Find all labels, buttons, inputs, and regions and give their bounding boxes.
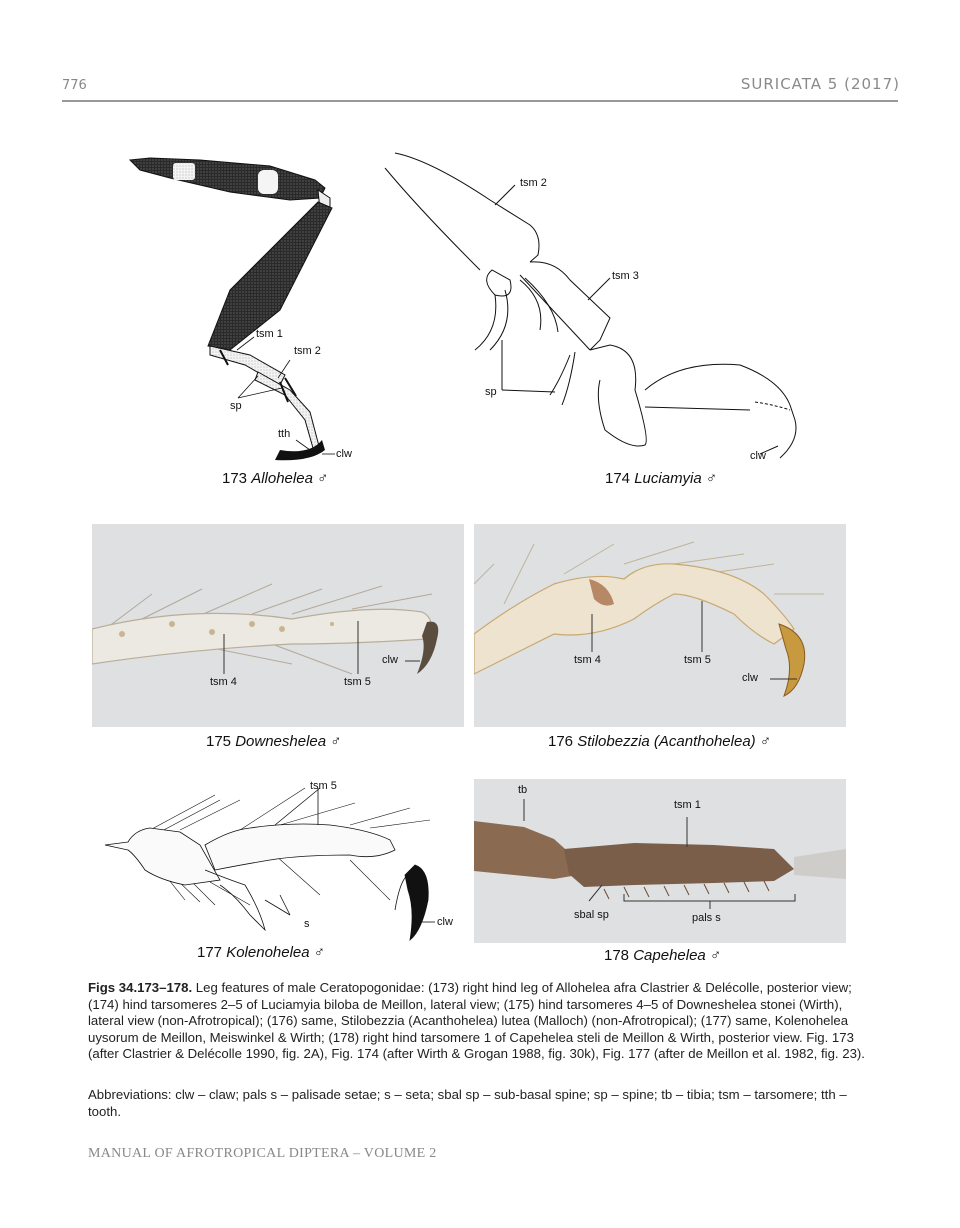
caption-title: Figs 34.173–178. xyxy=(88,980,193,995)
footer: MANUAL OF AFROTROPICAL DIPTERA – VOLUME … xyxy=(88,1146,437,1161)
caption-text: Leg features of male Ceratopogonidae: (1… xyxy=(88,980,865,1061)
label-tth: tth xyxy=(278,428,291,440)
male-symbol-icon: ♂ xyxy=(313,944,326,961)
male-symbol-icon: ♂ xyxy=(759,733,772,750)
micrograph-178 xyxy=(474,799,846,909)
page-number: 776 xyxy=(62,78,87,93)
label-sbal-sp: sbal sp xyxy=(574,909,609,921)
male-symbol-icon: ♂ xyxy=(317,470,329,487)
label-tsm4: tsm 4 xyxy=(574,654,601,666)
label-clw: clw xyxy=(382,654,398,666)
label-clw: clw xyxy=(750,450,766,462)
label-tsm5: tsm 5 xyxy=(684,654,711,666)
male-symbol-icon: ♂ xyxy=(709,947,722,964)
figure-174: tsm 2 tsm 3 sp clw 174 Luciamyia ♂ xyxy=(380,140,820,490)
label-sp: sp xyxy=(230,400,242,412)
label-tsm1: tsm 1 xyxy=(674,799,701,811)
label-tb: tb xyxy=(518,784,528,796)
header-rule xyxy=(62,100,898,102)
figure-176-photo: tsm 4 tsm 5 clw xyxy=(473,524,846,727)
label-tsm5: tsm 5 xyxy=(310,780,337,792)
journal-title: SURICATA 5 (2017) xyxy=(740,75,900,93)
figure-178-photo: tb tsm 1 sbal sp pals s xyxy=(474,779,846,943)
label-tsm2: tsm 2 xyxy=(520,177,547,189)
figure-178-caption: 178 Capehelea ♂ xyxy=(604,947,722,964)
label-clw: clw xyxy=(336,448,352,460)
micrograph-176 xyxy=(473,541,824,697)
abbreviations: Abbreviations: clw – claw; pals s – pali… xyxy=(88,1087,847,1119)
figure-caption: Figs 34.173–178. Leg features of male Ce… xyxy=(88,980,878,1063)
figure-175-caption: 175 Downeshelea ♂ xyxy=(206,733,342,750)
micrograph-175 xyxy=(91,583,439,675)
figure-177-caption: 177 Kolenohelea ♂ xyxy=(197,944,326,961)
label-pals-s: pals s xyxy=(692,912,721,924)
figure-173-caption: 173 Allohelea ♂ xyxy=(222,470,329,487)
figure-173: tsm 1 tsm 2 sp tth clw 173 Allohelea ♂ xyxy=(110,150,370,490)
label-tsm1: tsm 1 xyxy=(256,328,283,340)
male-symbol-icon: ♂ xyxy=(705,470,718,487)
leg-drawing-174 xyxy=(384,152,797,459)
label-tsm5: tsm 5 xyxy=(344,676,371,688)
label-s: s xyxy=(304,918,310,930)
figure-174-caption: 174 Luciamyia ♂ xyxy=(605,470,718,487)
label-tsm4: tsm 4 xyxy=(210,676,237,688)
label-clw: clw xyxy=(742,672,758,684)
male-symbol-icon: ♂ xyxy=(330,733,342,750)
label-clw: clw xyxy=(437,916,453,928)
figure-176-caption: 176 Stilobezzia (Acanthohelea) ♂ xyxy=(548,733,772,750)
figure-175-photo: tsm 4 tsm 5 clw xyxy=(91,524,464,727)
leg-drawing-173 xyxy=(128,157,335,461)
label-sp: sp xyxy=(485,386,497,398)
label-tsm2: tsm 2 xyxy=(294,345,321,357)
label-tsm3: tsm 3 xyxy=(612,270,639,282)
leg-drawing-177 xyxy=(104,787,435,941)
figure-177: tsm 5 s clw 177 Kolenohelea ♂ xyxy=(90,770,470,970)
